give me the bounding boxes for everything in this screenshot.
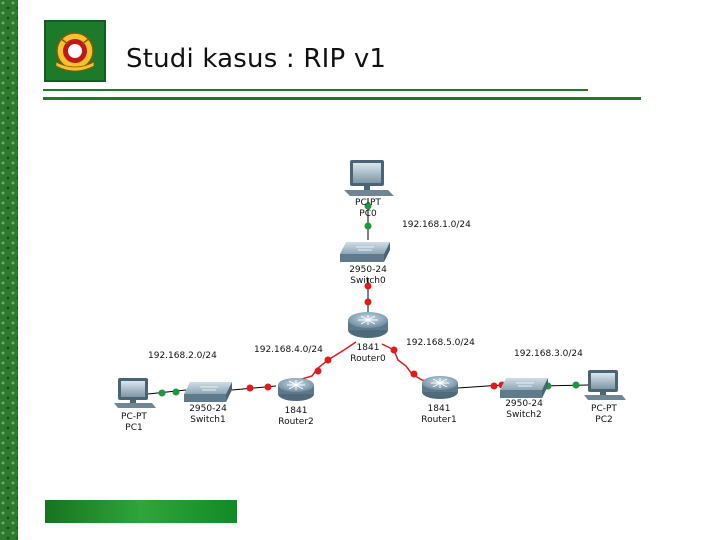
switch0-device[interactable]: 2950-24 Switch0 xyxy=(340,242,390,286)
link-dot-red xyxy=(364,298,372,306)
link-dot-green xyxy=(364,222,372,230)
link-dot-red xyxy=(390,346,398,354)
link-dot-green xyxy=(572,381,580,389)
link-dot-green xyxy=(158,389,166,397)
switch1-device[interactable]: 2950-24 Switch1 xyxy=(184,382,232,425)
switch1-name-label: Switch1 xyxy=(190,415,225,425)
link-dot-green xyxy=(172,388,180,396)
switch-icon xyxy=(184,382,232,402)
link-dot-red xyxy=(264,383,272,391)
router1-device[interactable]: 1841 Router1 xyxy=(421,376,458,425)
router0-device[interactable]: 1841 Router0 xyxy=(348,312,388,364)
link-dot-red xyxy=(364,282,372,290)
network-label-net4: 192.168.4.0/24 xyxy=(254,345,323,355)
pc0-type-label: PC-PT xyxy=(355,198,381,208)
pc-icon xyxy=(584,370,626,400)
switch2-device[interactable]: 2950-24 Switch2 xyxy=(500,378,548,420)
switch-icon xyxy=(340,242,390,262)
pc-icon xyxy=(114,378,156,408)
pc1-type-label: PC-PT xyxy=(121,412,147,422)
network-label-net1: 192.168.1.0/24 xyxy=(402,220,471,230)
slide-title: Studi kasus : RIP v1 xyxy=(126,44,387,74)
link-dot-red xyxy=(490,382,498,390)
link-dot-red xyxy=(246,384,254,392)
link-dot-green xyxy=(364,202,372,210)
pc1-device[interactable]: PC-PT PC1 xyxy=(114,378,156,433)
router1-type-label: 1841 xyxy=(428,404,451,414)
switch1-type-label: 2950-24 xyxy=(189,404,227,414)
network-label-net2: 192.168.2.0/24 xyxy=(148,351,217,361)
router-icon xyxy=(278,378,314,401)
network-label-net3: 192.168.3.0/24 xyxy=(514,349,583,359)
pc2-type-label: PC-PT xyxy=(591,404,617,414)
router-icon xyxy=(422,376,458,399)
router-icon xyxy=(348,312,388,338)
router0-name-label: Router0 xyxy=(350,354,386,364)
network-diagram: PC-PT PC0 2950-24 Switch0 1841 Router0 xyxy=(76,138,660,454)
link-status-dots xyxy=(158,202,580,397)
router2-type-label: 1841 xyxy=(285,406,308,416)
title-divider-bottom xyxy=(43,97,641,100)
logo xyxy=(44,20,106,82)
switch-icon xyxy=(500,378,548,398)
title-divider-top xyxy=(43,89,588,91)
network-topology-svg: PC-PT PC0 2950-24 Switch0 1841 Router0 xyxy=(114,160,626,433)
network-label-net5: 192.168.5.0/24 xyxy=(406,338,475,348)
switch0-name-label: Switch0 xyxy=(350,276,386,286)
pc1-name-label: PC1 xyxy=(125,423,142,433)
switch2-name-label: Switch2 xyxy=(506,410,541,420)
router2-device[interactable]: 1841 Router2 xyxy=(278,378,314,427)
pc2-name-label: PC2 xyxy=(595,415,612,425)
left-decorative-strip xyxy=(0,0,18,540)
router1-name-label: Router1 xyxy=(421,415,457,425)
router0-type-label: 1841 xyxy=(357,343,380,353)
router2-name-label: Router2 xyxy=(278,417,314,427)
pc0-name-label: PC0 xyxy=(359,209,377,219)
pc-icon xyxy=(344,160,394,196)
footer-accent-bar xyxy=(45,500,237,523)
link-dot-red xyxy=(324,356,332,364)
switch0-type-label: 2950-24 xyxy=(349,265,387,275)
link-dot-red xyxy=(410,370,418,378)
pc0-device[interactable]: PC-PT PC0 xyxy=(344,160,394,219)
link-dot-red xyxy=(314,367,322,375)
switch2-type-label: 2950-24 xyxy=(505,399,543,409)
pc2-device[interactable]: PC-PT PC2 xyxy=(584,370,626,425)
